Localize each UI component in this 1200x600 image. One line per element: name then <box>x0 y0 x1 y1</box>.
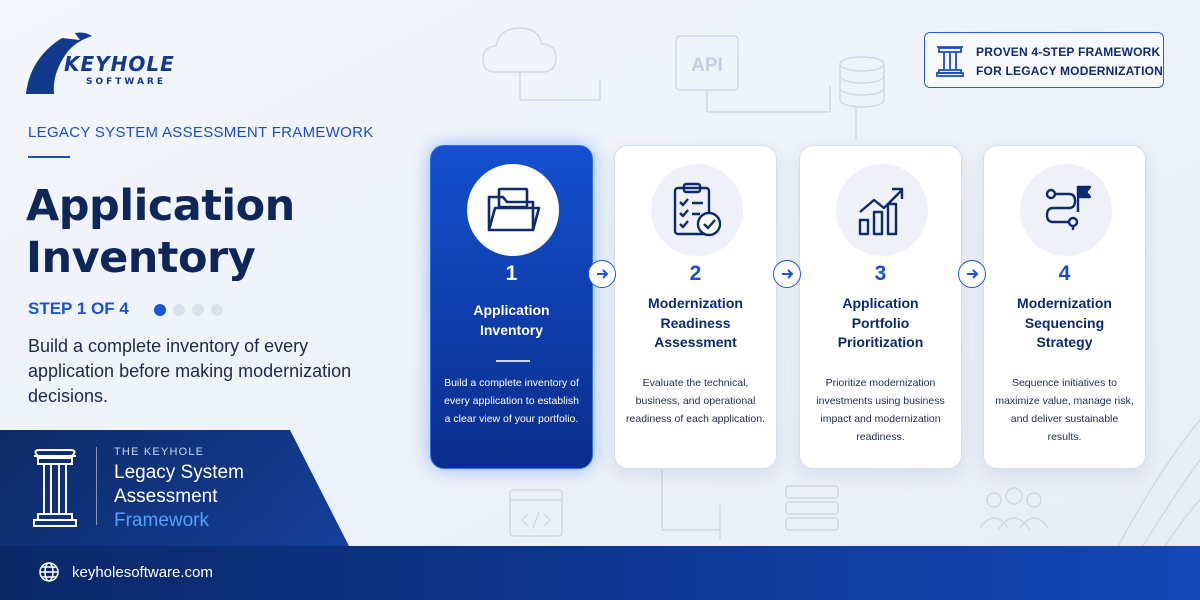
step-3-title: Application Portfolio Prioritization <box>837 295 924 350</box>
step-2-number: 2 <box>689 262 702 285</box>
arrow-right-icon <box>782 269 794 279</box>
website-link[interactable]: keyholesoftware.com <box>72 564 213 581</box>
step-progress-dots <box>154 304 223 316</box>
badge-line1: PROVEN 4-STEP FRAMEWORK <box>976 45 1161 59</box>
step-card-4[interactable]: 4 Modernization Sequencing Strategy Sequ… <box>983 145 1146 469</box>
page-title-line1: Application <box>26 181 295 231</box>
clipboard-check-icon <box>673 182 722 237</box>
step-card-2[interactable]: 2 Modernization Readiness Assessment Eva… <box>614 145 777 469</box>
panel-divider <box>96 447 97 525</box>
hero-description: Build a complete inventory of every appl… <box>28 336 352 406</box>
route-flag-icon <box>1045 185 1092 230</box>
panel-title-line2: Assessment <box>114 486 218 507</box>
folder-icon <box>487 187 541 232</box>
badge-line2: FOR LEGACY MODERNIZATION <box>976 64 1164 78</box>
code-window-icon <box>509 489 563 537</box>
growth-chart-icon <box>858 187 904 236</box>
panel-title-line3: Framework <box>114 510 210 531</box>
step-2-description: Evaluate the technical, business, and op… <box>626 377 765 425</box>
progress-dot-1 <box>154 304 166 316</box>
logo-wordmark: KEYHOLE <box>64 52 175 76</box>
step-3-icon-circle <box>836 164 928 256</box>
step-3-description: Prioritize modernization investments usi… <box>816 377 945 443</box>
step-arrow-1 <box>588 260 616 288</box>
cloud-icon <box>482 27 557 73</box>
panel-title-line1: Legacy System <box>114 462 244 483</box>
people-icon <box>979 487 1049 531</box>
eyebrow-divider <box>28 156 70 158</box>
badge-pillar-icon <box>936 46 964 77</box>
arrow-right-icon <box>967 269 979 279</box>
step-1-icon-circle <box>467 164 559 256</box>
step-4-number: 4 <box>1058 262 1071 285</box>
step-indicator-label: STEP 1 OF 4 <box>28 299 129 318</box>
server-icon <box>785 485 839 531</box>
api-label: API <box>691 55 723 76</box>
eyebrow-title: LEGACY SYSTEM ASSESSMENT FRAMEWORK <box>28 124 374 141</box>
progress-dot-2 <box>173 304 185 316</box>
step-2-title: Modernization Readiness Assessment <box>648 295 743 350</box>
step-4-title: Modernization Sequencing Strategy <box>1017 295 1112 350</box>
panel-title: Legacy System Assessment Framework <box>114 461 244 533</box>
pillar-icon <box>33 449 77 527</box>
step-arrow-2 <box>773 260 801 288</box>
arrow-right-icon <box>597 269 609 279</box>
page-title: Application Inventory <box>26 180 295 284</box>
progress-dot-3 <box>192 304 204 316</box>
step-arrow-3 <box>958 260 986 288</box>
logo-subtext: SOFTWARE <box>86 77 166 87</box>
progress-dot-4 <box>211 304 223 316</box>
step-4-icon-circle <box>1020 164 1112 256</box>
step-4-description: Sequence initiatives to maximize value, … <box>995 377 1134 443</box>
logo-swoosh-icon <box>26 32 92 94</box>
step-card-3[interactable]: 3 Application Portfolio Prioritization P… <box>799 145 962 469</box>
step-1-description: Build a complete inventory of every appl… <box>444 377 579 425</box>
keyhole-logo[interactable]: KEYHOLE SOFTWARE <box>22 28 202 100</box>
step-2-icon-circle <box>651 164 743 256</box>
framework-badge <box>924 32 1164 88</box>
database-icon <box>839 56 885 108</box>
step-1-number: 1 <box>505 262 518 285</box>
badge-text: PROVEN 4-STEP FRAMEWORK FOR LEGACY MODER… <box>976 43 1163 81</box>
step-1-rule <box>496 360 530 362</box>
footer-bar <box>0 546 1200 600</box>
page-title-line2: Inventory <box>26 233 256 283</box>
step-3-number: 3 <box>874 262 887 285</box>
step-card-1[interactable]: 1 Application Inventory Build a complete… <box>430 145 593 469</box>
step-1-title: Application Inventory <box>473 302 550 338</box>
globe-icon <box>39 562 59 582</box>
panel-kicker: THE KEYHOLE <box>114 446 205 458</box>
